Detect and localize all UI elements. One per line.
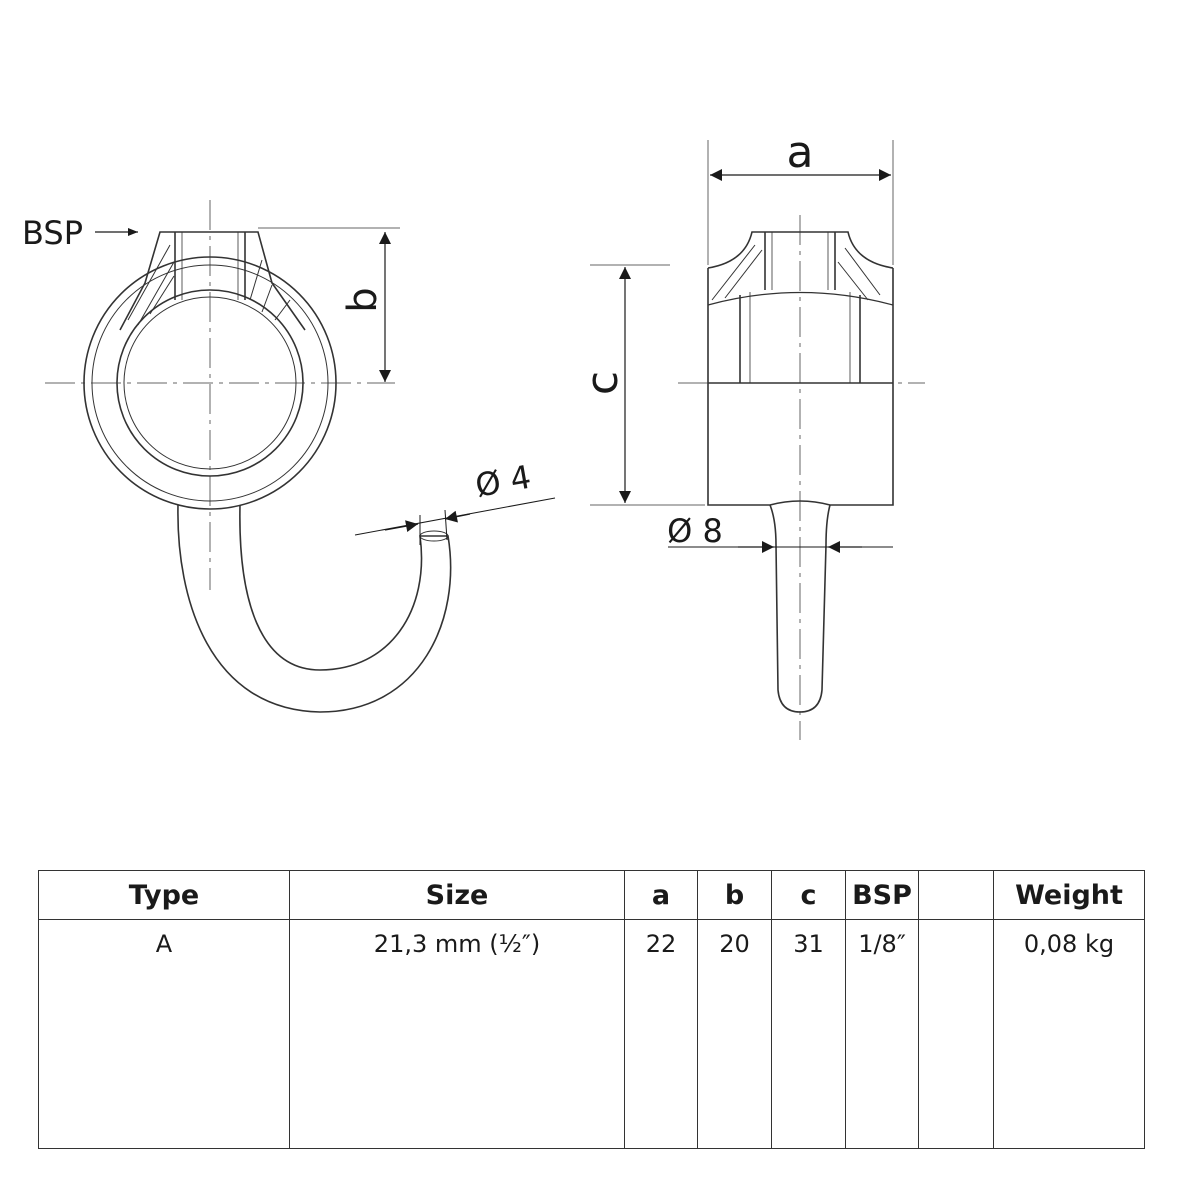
header-a: a xyxy=(624,870,698,920)
header-bsp: BSP xyxy=(845,870,919,920)
label-b: b xyxy=(340,287,386,312)
spec-table: Type Size a b c BSP Weight A 21,3 mm (½″… xyxy=(38,870,1145,1149)
table-header-row: Type Size a b c BSP Weight xyxy=(38,870,1145,920)
label-a: a xyxy=(787,127,814,178)
boss-outline xyxy=(119,231,306,331)
cell-type: A xyxy=(38,919,290,1149)
ring-outer-inner xyxy=(91,264,329,502)
header-weight: Weight xyxy=(993,870,1145,920)
cell-b: 20 xyxy=(697,919,772,1149)
front-dimensions xyxy=(95,227,556,545)
header-b: b xyxy=(697,870,772,920)
side-boss xyxy=(707,231,894,269)
side-view xyxy=(678,215,925,740)
front-centerlines xyxy=(45,200,395,590)
technical-drawing: BSP b Ø 4 xyxy=(22,127,925,740)
cell-empty xyxy=(918,919,994,1149)
label-c: c xyxy=(577,371,628,395)
header-c: c xyxy=(771,870,846,920)
bore-inner xyxy=(123,296,297,470)
side-dimensions xyxy=(590,140,894,553)
label-d4: Ø 4 xyxy=(472,458,533,505)
side-hatching xyxy=(711,244,881,301)
bore-outer xyxy=(116,289,304,477)
boss-hatching xyxy=(127,244,291,326)
header-type: Type xyxy=(38,870,290,920)
label-bsp: BSP xyxy=(22,214,83,252)
header-size: Size xyxy=(289,870,625,920)
cell-bsp: 1/8″ xyxy=(845,919,919,1149)
cell-weight: 0,08 kg xyxy=(993,919,1145,1149)
ring-outer xyxy=(83,256,337,510)
cell-a: 22 xyxy=(624,919,698,1149)
front-view xyxy=(45,200,452,713)
hook-outline xyxy=(177,504,452,713)
label-d8: Ø 8 xyxy=(667,512,723,550)
cell-size: 21,3 mm (½″) xyxy=(289,919,625,1149)
side-centerlines xyxy=(678,215,925,740)
cell-c: 31 xyxy=(771,919,846,1149)
table-row: A 21,3 mm (½″) 22 20 31 1/8″ 0,08 kg xyxy=(38,919,1145,1149)
header-empty xyxy=(918,870,994,920)
side-shank xyxy=(769,504,831,713)
